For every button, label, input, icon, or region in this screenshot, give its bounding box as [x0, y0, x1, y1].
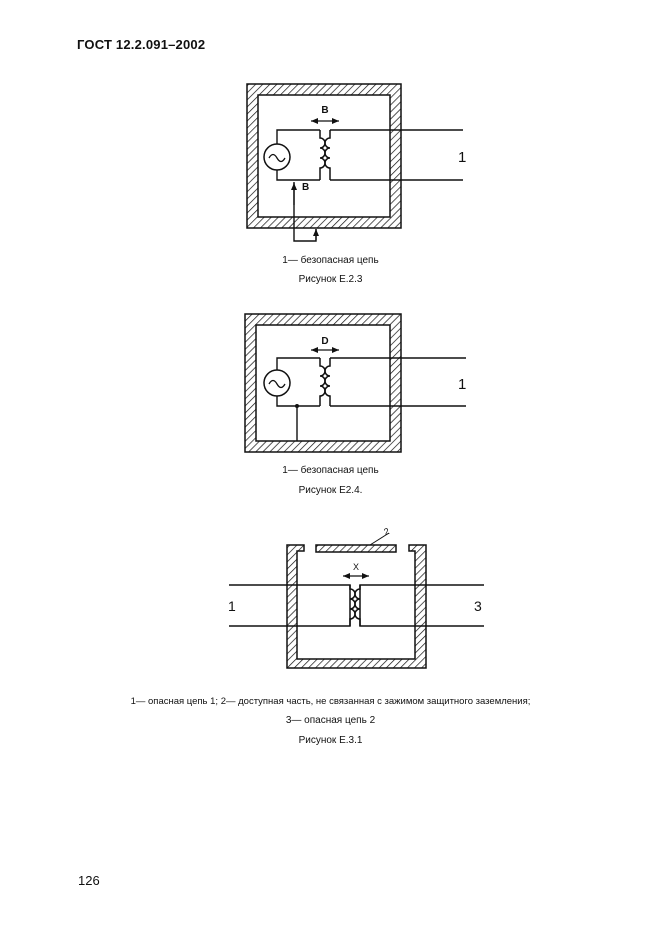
enclosure-wall [286, 544, 427, 669]
figure-caption: Рисунок Е.3.1 [298, 735, 363, 746]
label-d: D [321, 336, 328, 347]
secondary-coil [354, 585, 361, 626]
label-1: 1 [458, 376, 466, 393]
generator-symbol [263, 369, 291, 397]
figure-legend-continued: 3— опасная цепь 2 [285, 715, 376, 726]
figure-legend: 1— безопасная цепь [282, 255, 379, 266]
secondary-coil [324, 358, 331, 406]
figure-e24: D 1 [244, 313, 466, 453]
figure-e31: 2 X 1 3 [228, 526, 484, 669]
figure-caption: Рисунок Е2.4. [298, 485, 363, 496]
accessible-part [315, 544, 397, 553]
primary-wire [276, 357, 320, 407]
document-header: ГОСТ 12.2.091–2002 [77, 37, 206, 52]
figure-legend: 1— безопасная цепь [282, 465, 379, 476]
label-3: 3 [474, 598, 482, 614]
junction-dot [295, 404, 299, 408]
primary-wire [276, 129, 320, 181]
circuit-3-wire [359, 584, 484, 627]
output-wire [330, 357, 466, 407]
generator-symbol [263, 143, 291, 171]
label-1: 1 [458, 149, 466, 166]
label-b-top: B [321, 105, 328, 116]
leader-line [369, 532, 390, 546]
figure-e23: B B 1 [246, 83, 466, 242]
label-x: X [353, 562, 359, 572]
label-1: 1 [228, 598, 236, 614]
label-b-bottom: B [302, 182, 309, 193]
label-2: 2 [383, 526, 391, 537]
page-number: 126 [78, 873, 100, 888]
primary-coil [319, 358, 326, 406]
circuit-1-wire [229, 584, 351, 627]
enclosure-wall [244, 313, 402, 453]
figure-legend: 1— опасная цепь 1; 2— доступная часть, н… [130, 696, 531, 707]
enclosure-wall [246, 83, 402, 229]
secondary-coil [324, 130, 331, 180]
output-wire [330, 129, 463, 181]
figure-caption: Рисунок Е.2.3 [298, 274, 363, 285]
primary-coil [319, 130, 326, 180]
